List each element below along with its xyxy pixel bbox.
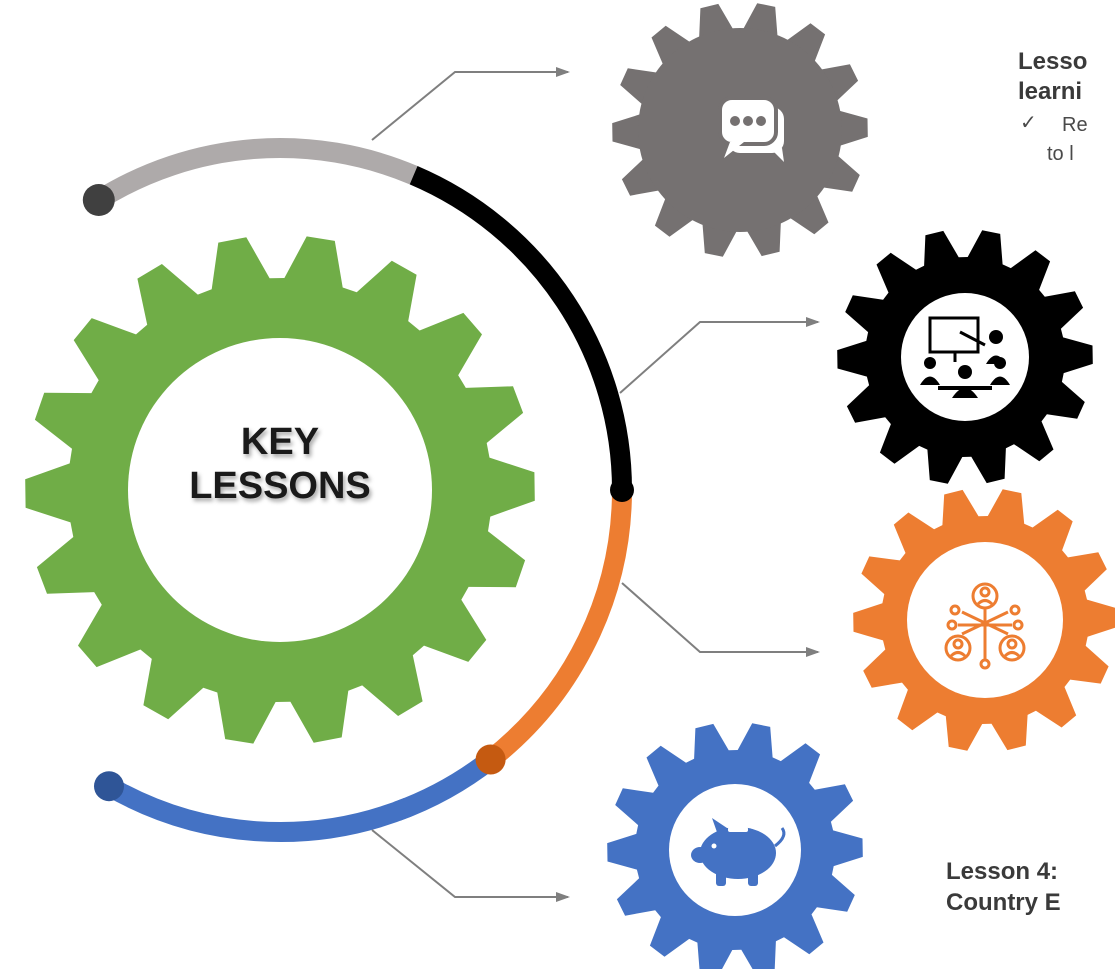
center-gear <box>25 236 535 744</box>
arc-segment-blue <box>104 777 412 843</box>
arc-segment-gray <box>93 138 418 209</box>
arc-segment-black <box>409 165 632 491</box>
chat-bubbles-icon <box>718 96 784 162</box>
lesson-4-gear <box>607 723 863 969</box>
lesson-1-title-line-2: learni <box>1018 78 1083 105</box>
piggy-bank-icon <box>691 818 786 886</box>
lesson-4-title-line-2: Country E <box>946 889 1061 916</box>
arc-segment-orange <box>484 489 632 768</box>
center-label-line-1: KEY <box>240 421 320 463</box>
lesson-1-gear <box>612 3 868 257</box>
connector-lesson-2 <box>619 317 820 394</box>
lesson-1-title-line-1: Lesso <box>1018 48 1088 75</box>
arc-start-dot <box>82 184 115 216</box>
center-label-line-2: LESSONS <box>189 465 371 507</box>
connector-lesson-4 <box>371 829 570 902</box>
people-network-icon <box>944 582 1026 670</box>
lesson-1-checkmark-icon: ✓ <box>1020 112 1037 134</box>
lesson-2-gear-hole <box>901 293 1029 421</box>
lesson-1-bullet-line-1: Re <box>1062 114 1088 136</box>
connector-lesson-1 <box>371 67 570 141</box>
lesson-1-bullet-line-2: to l <box>1047 143 1074 165</box>
lesson-2-gear <box>837 230 1093 484</box>
arc-segment-blue-join <box>393 751 497 821</box>
lesson-3-gear <box>853 489 1115 751</box>
connectors <box>371 67 820 902</box>
lesson-4-title-line-1: Lesson 4: <box>946 858 1059 885</box>
connector-lesson-3 <box>621 582 820 657</box>
arc-end-dot <box>94 771 124 802</box>
center-gear-label: KEY LESSONS <box>130 420 430 508</box>
progress-arc <box>82 138 634 843</box>
arc-joint-black <box>610 478 634 502</box>
classroom-meeting-icon <box>920 316 1010 398</box>
center-gear-hole <box>128 338 432 642</box>
arc-joint-orange <box>475 744 506 775</box>
